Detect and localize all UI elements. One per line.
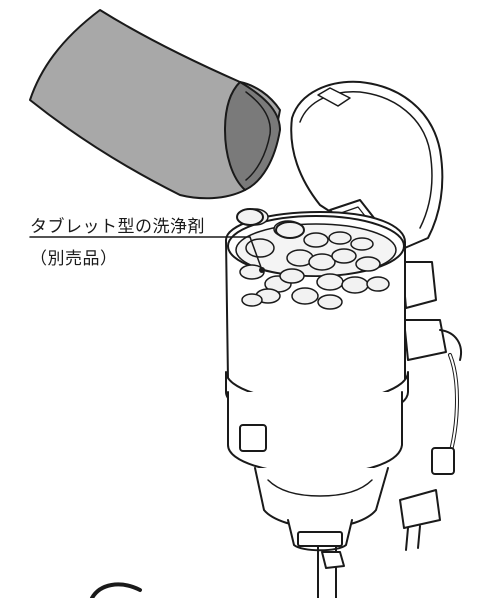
tablet-bag-icon xyxy=(29,9,281,200)
dispenser-unit-icon xyxy=(225,208,462,598)
callout-label-note: （別売品） xyxy=(30,249,118,269)
callout-label-title: タブレット型の洗浄剤 xyxy=(30,217,205,237)
tablet-icon xyxy=(236,208,305,239)
callout-leader xyxy=(29,236,265,273)
partial-object xyxy=(90,582,142,598)
